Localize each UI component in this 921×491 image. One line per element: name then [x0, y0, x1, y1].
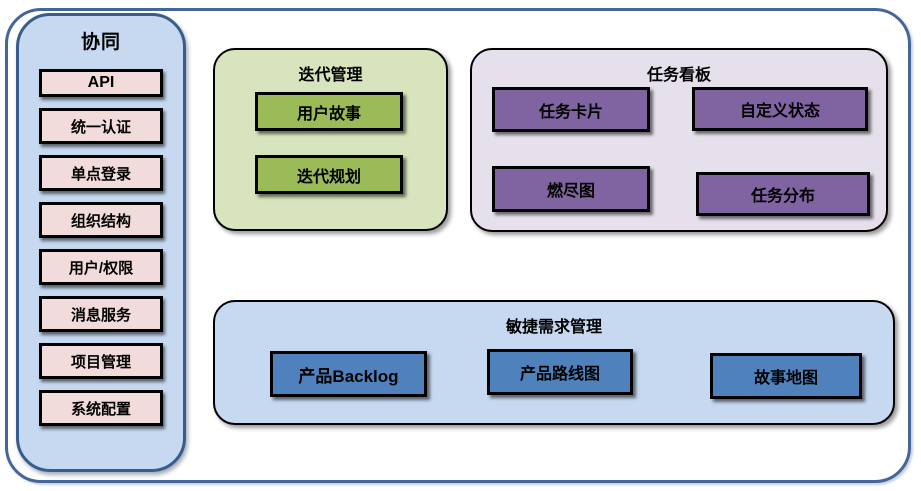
outer-frame: 协同 API 统一认证 单点登录 组织结构 用户/权限 消息服务 项目管理 系统…: [5, 8, 911, 483]
sidebar-item-message-service: 消息服务: [39, 296, 163, 332]
box-custom-status: 自定义状态: [692, 87, 868, 131]
sidebar-collaboration: 协同 API 统一认证 单点登录 组织结构 用户/权限 消息服务 项目管理 系统…: [16, 13, 186, 472]
sidebar-item-org-structure: 组织结构: [39, 202, 163, 238]
box-user-story: 用户故事: [255, 92, 403, 131]
panel-agile-requirements: 敏捷需求管理 产品Backlog 产品路线图 故事地图: [213, 300, 895, 425]
panel-iteration-title: 迭代管理: [298, 67, 363, 84]
box-iteration-planning: 迭代规划: [255, 155, 403, 194]
box-task-card: 任务卡片: [492, 87, 650, 132]
box-burndown-chart: 燃尽图: [492, 166, 650, 212]
sidebar-title: 协同: [80, 32, 121, 53]
sidebar-item-user-rights: 用户/权限: [39, 249, 163, 285]
panel-agile-title: 敏捷需求管理: [505, 319, 602, 336]
panel-iteration-management: 迭代管理 用户故事 迭代规划: [213, 48, 448, 231]
sidebar-item-system-config: 系统配置: [39, 390, 163, 426]
box-product-roadmap: 产品路线图: [487, 349, 633, 395]
sidebar-item-api: API: [39, 69, 163, 97]
sidebar-item-project-mgmt: 项目管理: [39, 343, 163, 379]
box-story-map: 故事地图: [710, 353, 862, 399]
sidebar-item-sso: 单点登录: [39, 155, 163, 191]
box-product-backlog: 产品Backlog: [270, 351, 427, 397]
panel-task-board-title: 任务看板: [646, 67, 711, 84]
panel-task-board: 任务看板 任务卡片 自定义状态 燃尽图 任务分布: [470, 48, 888, 232]
sidebar-item-unified-auth: 统一认证: [39, 108, 163, 144]
box-task-distribution: 任务分布: [696, 172, 870, 216]
